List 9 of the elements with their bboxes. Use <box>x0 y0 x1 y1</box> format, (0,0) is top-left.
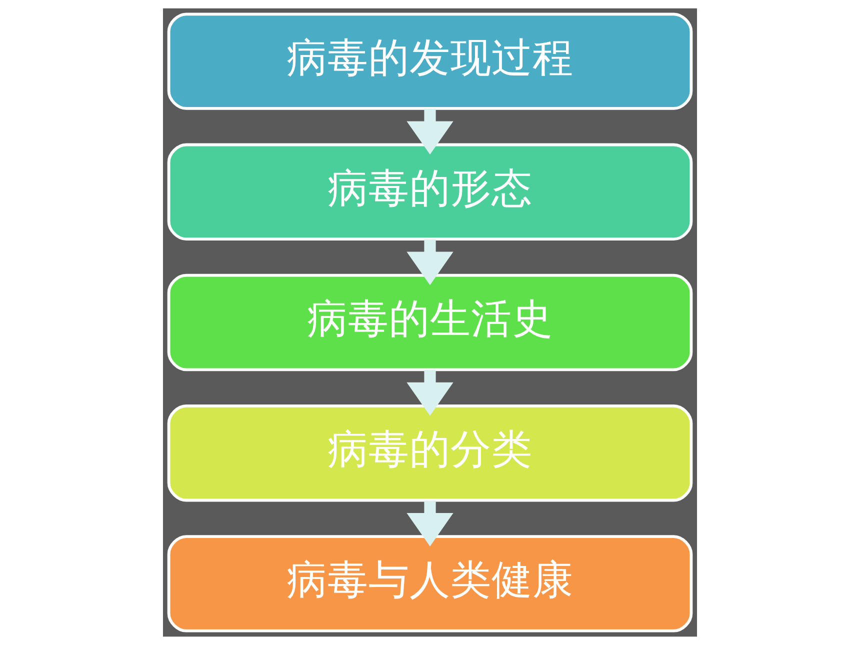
node-box: 病毒的形态 <box>167 143 693 241</box>
arrow <box>406 500 454 546</box>
arrow <box>406 108 454 155</box>
node-box: 病毒与人类健康 <box>167 535 693 632</box>
node-box: 病毒的生活史 <box>167 274 693 372</box>
arrow <box>406 370 454 416</box>
node-box: 病毒的发现过程 <box>167 12 693 110</box>
arrow <box>406 239 454 286</box>
node-box: 病毒的分类 <box>167 404 693 502</box>
